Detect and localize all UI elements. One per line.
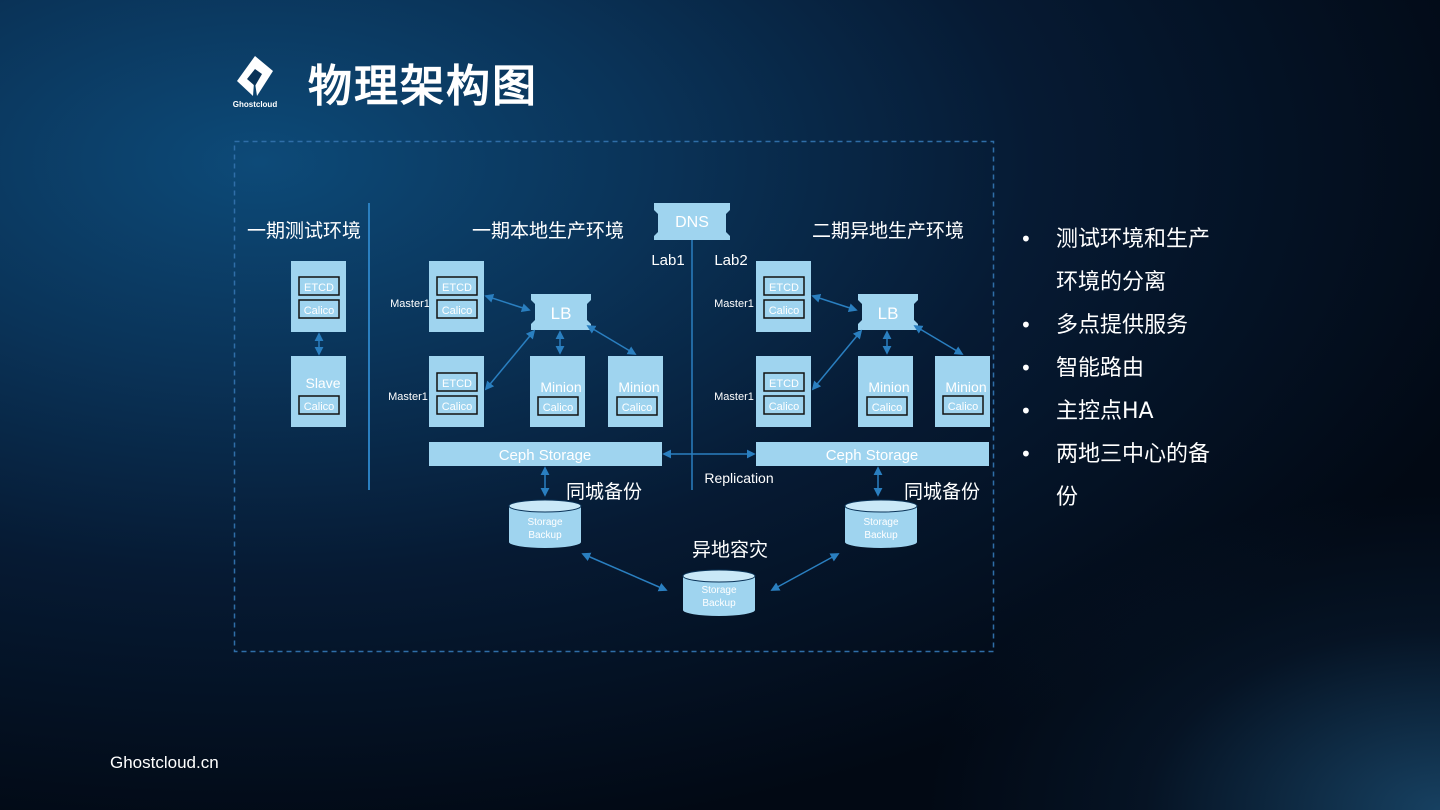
calico-label: Calico — [769, 305, 800, 317]
lb-label: LB — [878, 304, 899, 323]
etcd-label: ETCD — [442, 282, 472, 294]
master-label: Master1 — [388, 391, 428, 403]
storage-label: Storage — [863, 517, 898, 528]
storage-label: Storage — [527, 517, 562, 528]
master-label: Master1 — [390, 298, 430, 310]
calico-label: Calico — [304, 401, 335, 413]
calico-label: Calico — [442, 401, 473, 413]
local-storage-backup: Storage Backup — [508, 499, 582, 548]
calico-label: Calico — [872, 402, 903, 414]
calico-label: Calico — [304, 305, 335, 317]
replication-label: Replication — [704, 470, 773, 486]
master-label: Master1 — [714, 391, 754, 403]
dr-arrow-left — [581, 552, 668, 592]
remote-master-node-2: ETCD Calico — [756, 356, 811, 427]
etcd-label: ETCD — [304, 282, 334, 294]
page-title: 物理架构图 — [308, 61, 538, 112]
remote-minion-node-2: Minion Calico — [935, 356, 990, 427]
local-arrow-lb-minion2 — [586, 325, 637, 355]
lab1-label: Lab1 — [651, 252, 684, 269]
etcd-label: ETCD — [769, 282, 799, 294]
backup-label: Backup — [528, 530, 562, 541]
minion-label: Minion — [618, 379, 659, 395]
remote-storage-backup: Storage Backup — [844, 499, 918, 548]
bullet-item: 智能路由 — [1018, 347, 1226, 390]
calico-label: Calico — [442, 305, 473, 317]
local-ceph-storage: Ceph Storage — [429, 442, 662, 466]
ceph-label: Ceph Storage — [826, 447, 919, 464]
disaster-recovery-label: 异地容灾 — [692, 539, 768, 561]
minion-label: Minion — [945, 379, 986, 395]
section-title-test: 一期测试环境 — [247, 220, 361, 242]
remote-same-city-backup-label: 同城备份 — [904, 481, 980, 503]
remote-arrow-master2-lb — [811, 329, 863, 391]
dns-label: DNS — [675, 214, 709, 231]
calico-label: Calico — [622, 402, 653, 414]
remote-master-node-1: ETCD Calico — [756, 261, 811, 332]
ghostcloud-logo-icon — [237, 56, 273, 96]
local-minion-node-2: Minion Calico — [608, 356, 663, 427]
diagram-frame — [233, 140, 995, 653]
etcd-label: ETCD — [442, 378, 472, 390]
feature-bullet-list: 测试环境和生产环境的分离 多点提供服务 智能路由 主控点HA 两地三中心的备份 — [1018, 218, 1226, 519]
backup-label: Backup — [702, 598, 736, 609]
local-master-node-1: ETCD Calico — [429, 261, 484, 332]
local-lb-node: LB — [531, 294, 591, 330]
remote-lb-node: LB — [858, 294, 918, 330]
section-title-remote: 二期异地生产环境 — [812, 220, 964, 242]
section-title-local: 一期本地生产环境 — [472, 220, 624, 242]
lab2-label: Lab2 — [714, 252, 747, 269]
local-master-node-2: ETCD Calico — [429, 356, 484, 427]
local-arrow-master2-lb — [484, 329, 536, 391]
calico-label: Calico — [948, 401, 979, 413]
dr-storage-backup: Storage Backup — [682, 569, 756, 616]
etcd-label: ETCD — [769, 378, 799, 390]
logo-text: Ghostcloud — [232, 100, 278, 109]
bullet-item: 多点提供服务 — [1018, 304, 1226, 347]
bullet-item: 两地三中心的备份 — [1018, 433, 1226, 519]
test-slave-node: Slave Calico — [291, 356, 346, 427]
remote-arrow-master1-lb — [811, 293, 858, 313]
master-label: Master1 — [714, 298, 754, 310]
remote-arrow-lb-minion2 — [913, 325, 964, 355]
minion-label: Minion — [868, 379, 909, 395]
footer-url: Ghostcloud.cn — [110, 753, 219, 772]
test-master-node: ETCD Calico — [291, 261, 346, 332]
local-same-city-backup-label: 同城备份 — [566, 481, 642, 503]
dr-arrow-right — [770, 553, 840, 591]
remote-ceph-storage: Ceph Storage — [756, 442, 989, 466]
dns-node: DNS — [654, 203, 730, 240]
local-arrow-master1-lb — [484, 293, 531, 313]
ghostcloud-logo: Ghostcloud — [226, 55, 284, 111]
storage-label: Storage — [701, 585, 736, 596]
calico-label: Calico — [543, 402, 574, 414]
minion-label: Minion — [540, 379, 581, 395]
lb-label: LB — [551, 304, 572, 323]
background-glow — [920, 490, 1440, 810]
backup-label: Backup — [864, 530, 898, 541]
calico-label: Calico — [769, 401, 800, 413]
slave-label: Slave — [305, 375, 340, 391]
remote-minion-node-1: Minion Calico — [858, 356, 913, 427]
bullet-item: 主控点HA — [1018, 390, 1226, 433]
local-minion-node-1: Minion Calico — [530, 356, 585, 427]
bullet-item: 测试环境和生产环境的分离 — [1018, 218, 1226, 304]
ceph-label: Ceph Storage — [499, 447, 592, 464]
